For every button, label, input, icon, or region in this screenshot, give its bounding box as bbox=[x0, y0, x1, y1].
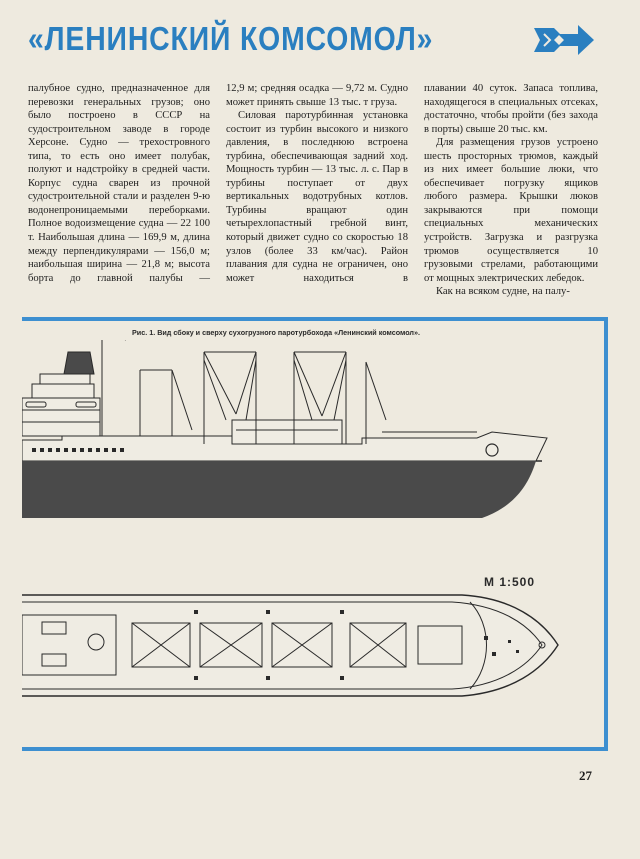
page-number: 27 bbox=[579, 768, 592, 783]
scale-label: М 1:500 bbox=[484, 575, 536, 589]
paragraph: Силовая паротурбинная установка состоит … bbox=[226, 110, 408, 284]
paragraph: Для размещения грузов устроено шесть про… bbox=[424, 137, 598, 284]
arrow-logo-icon bbox=[534, 25, 594, 55]
paragraph: 12,9 м; средняя осадка — 9,72 м. Судно м… bbox=[226, 83, 408, 108]
figure-frame bbox=[22, 317, 608, 751]
text-column-2: 12,9 м; средняя осадка — 9,72 м. Судно м… bbox=[226, 82, 408, 285]
figure-caption: Рис. 1. Вид сбоку и сверху сухогрузного … bbox=[132, 328, 420, 337]
paragraph: плавании 40 суток. Запаса топлива, наход… bbox=[424, 83, 598, 135]
paragraph: Как на всяком судне, на палу- bbox=[436, 286, 570, 298]
ship-top-view bbox=[22, 594, 559, 697]
ship-side-view bbox=[22, 340, 548, 518]
article-title: «ЛЕНИНСКИЙ КОМСОМОЛ» bbox=[28, 20, 434, 57]
ship-drawing bbox=[22, 340, 559, 697]
text-column-1: палубное судно, предназначенное для пере… bbox=[28, 82, 210, 285]
paragraph: палубное судно, предназначенное для пере… bbox=[28, 83, 210, 284]
text-column-3: плавании 40 суток. Запаса топлива, наход… bbox=[424, 82, 598, 299]
